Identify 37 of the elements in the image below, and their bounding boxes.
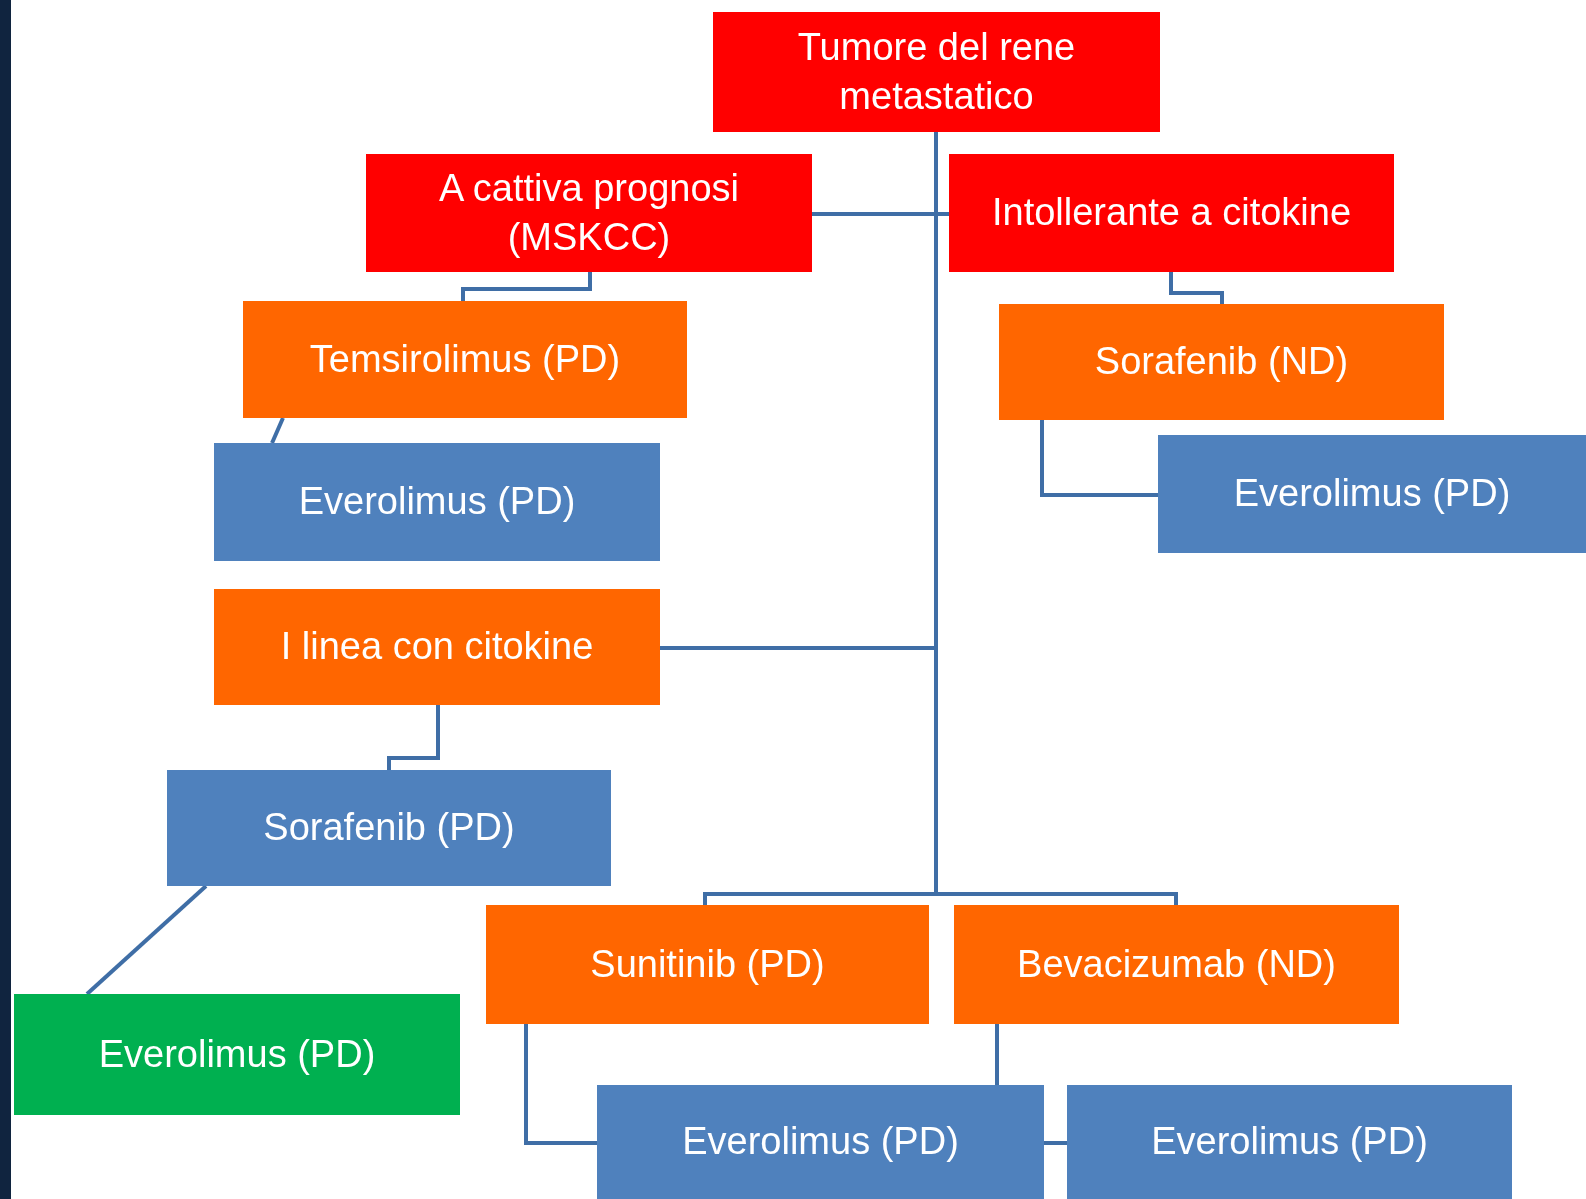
treatment-box [243,301,687,418]
connector-line [1044,1141,1067,1145]
connector-line [1169,272,1224,304]
connector-line [85,884,208,996]
box-label: Everolimus (PD) [98,1031,376,1077]
treatment-box [14,994,460,1115]
connector-line [270,417,285,444]
box-label: Intollerante a citokine [991,190,1352,236]
category-box [366,154,812,272]
box-label: Everolimus (PD) [682,1119,959,1165]
connector-line [995,1024,999,1085]
box-label: Tumore del rene metastatico [796,24,1077,119]
treatment-box [1067,1085,1512,1199]
treatment-box [214,589,660,705]
connector-line [524,1024,597,1145]
treatment-box [597,1085,1044,1199]
treatment-box [954,905,1399,1024]
treatment-box [214,443,660,561]
box-label: Everolimus (PD) [298,479,576,525]
box-label: Sorafenib (PD) [263,805,515,851]
box-label: Everolimus (PD) [1233,471,1511,517]
connector-line [387,705,440,770]
treatment-box [1158,435,1586,553]
box-label: I linea con citokine [280,624,594,670]
box-label: Bevacizumab (ND) [1017,941,1336,987]
treatment-box [167,770,611,886]
box-label: Everolimus (PD) [1151,1119,1428,1165]
box-label: A cattiva prognosi (MSKCC) [438,165,740,260]
connector-line [461,272,592,301]
treatment-box [486,905,929,1024]
title-box [713,12,1160,132]
box-label: Temsirolimus (PD) [309,336,621,382]
box-label: Sunitinib (PD) [590,941,825,987]
treatment-box [999,304,1444,420]
connector-line [1040,420,1158,497]
category-box [949,154,1394,272]
box-label: Sorafenib (ND) [1094,339,1349,385]
